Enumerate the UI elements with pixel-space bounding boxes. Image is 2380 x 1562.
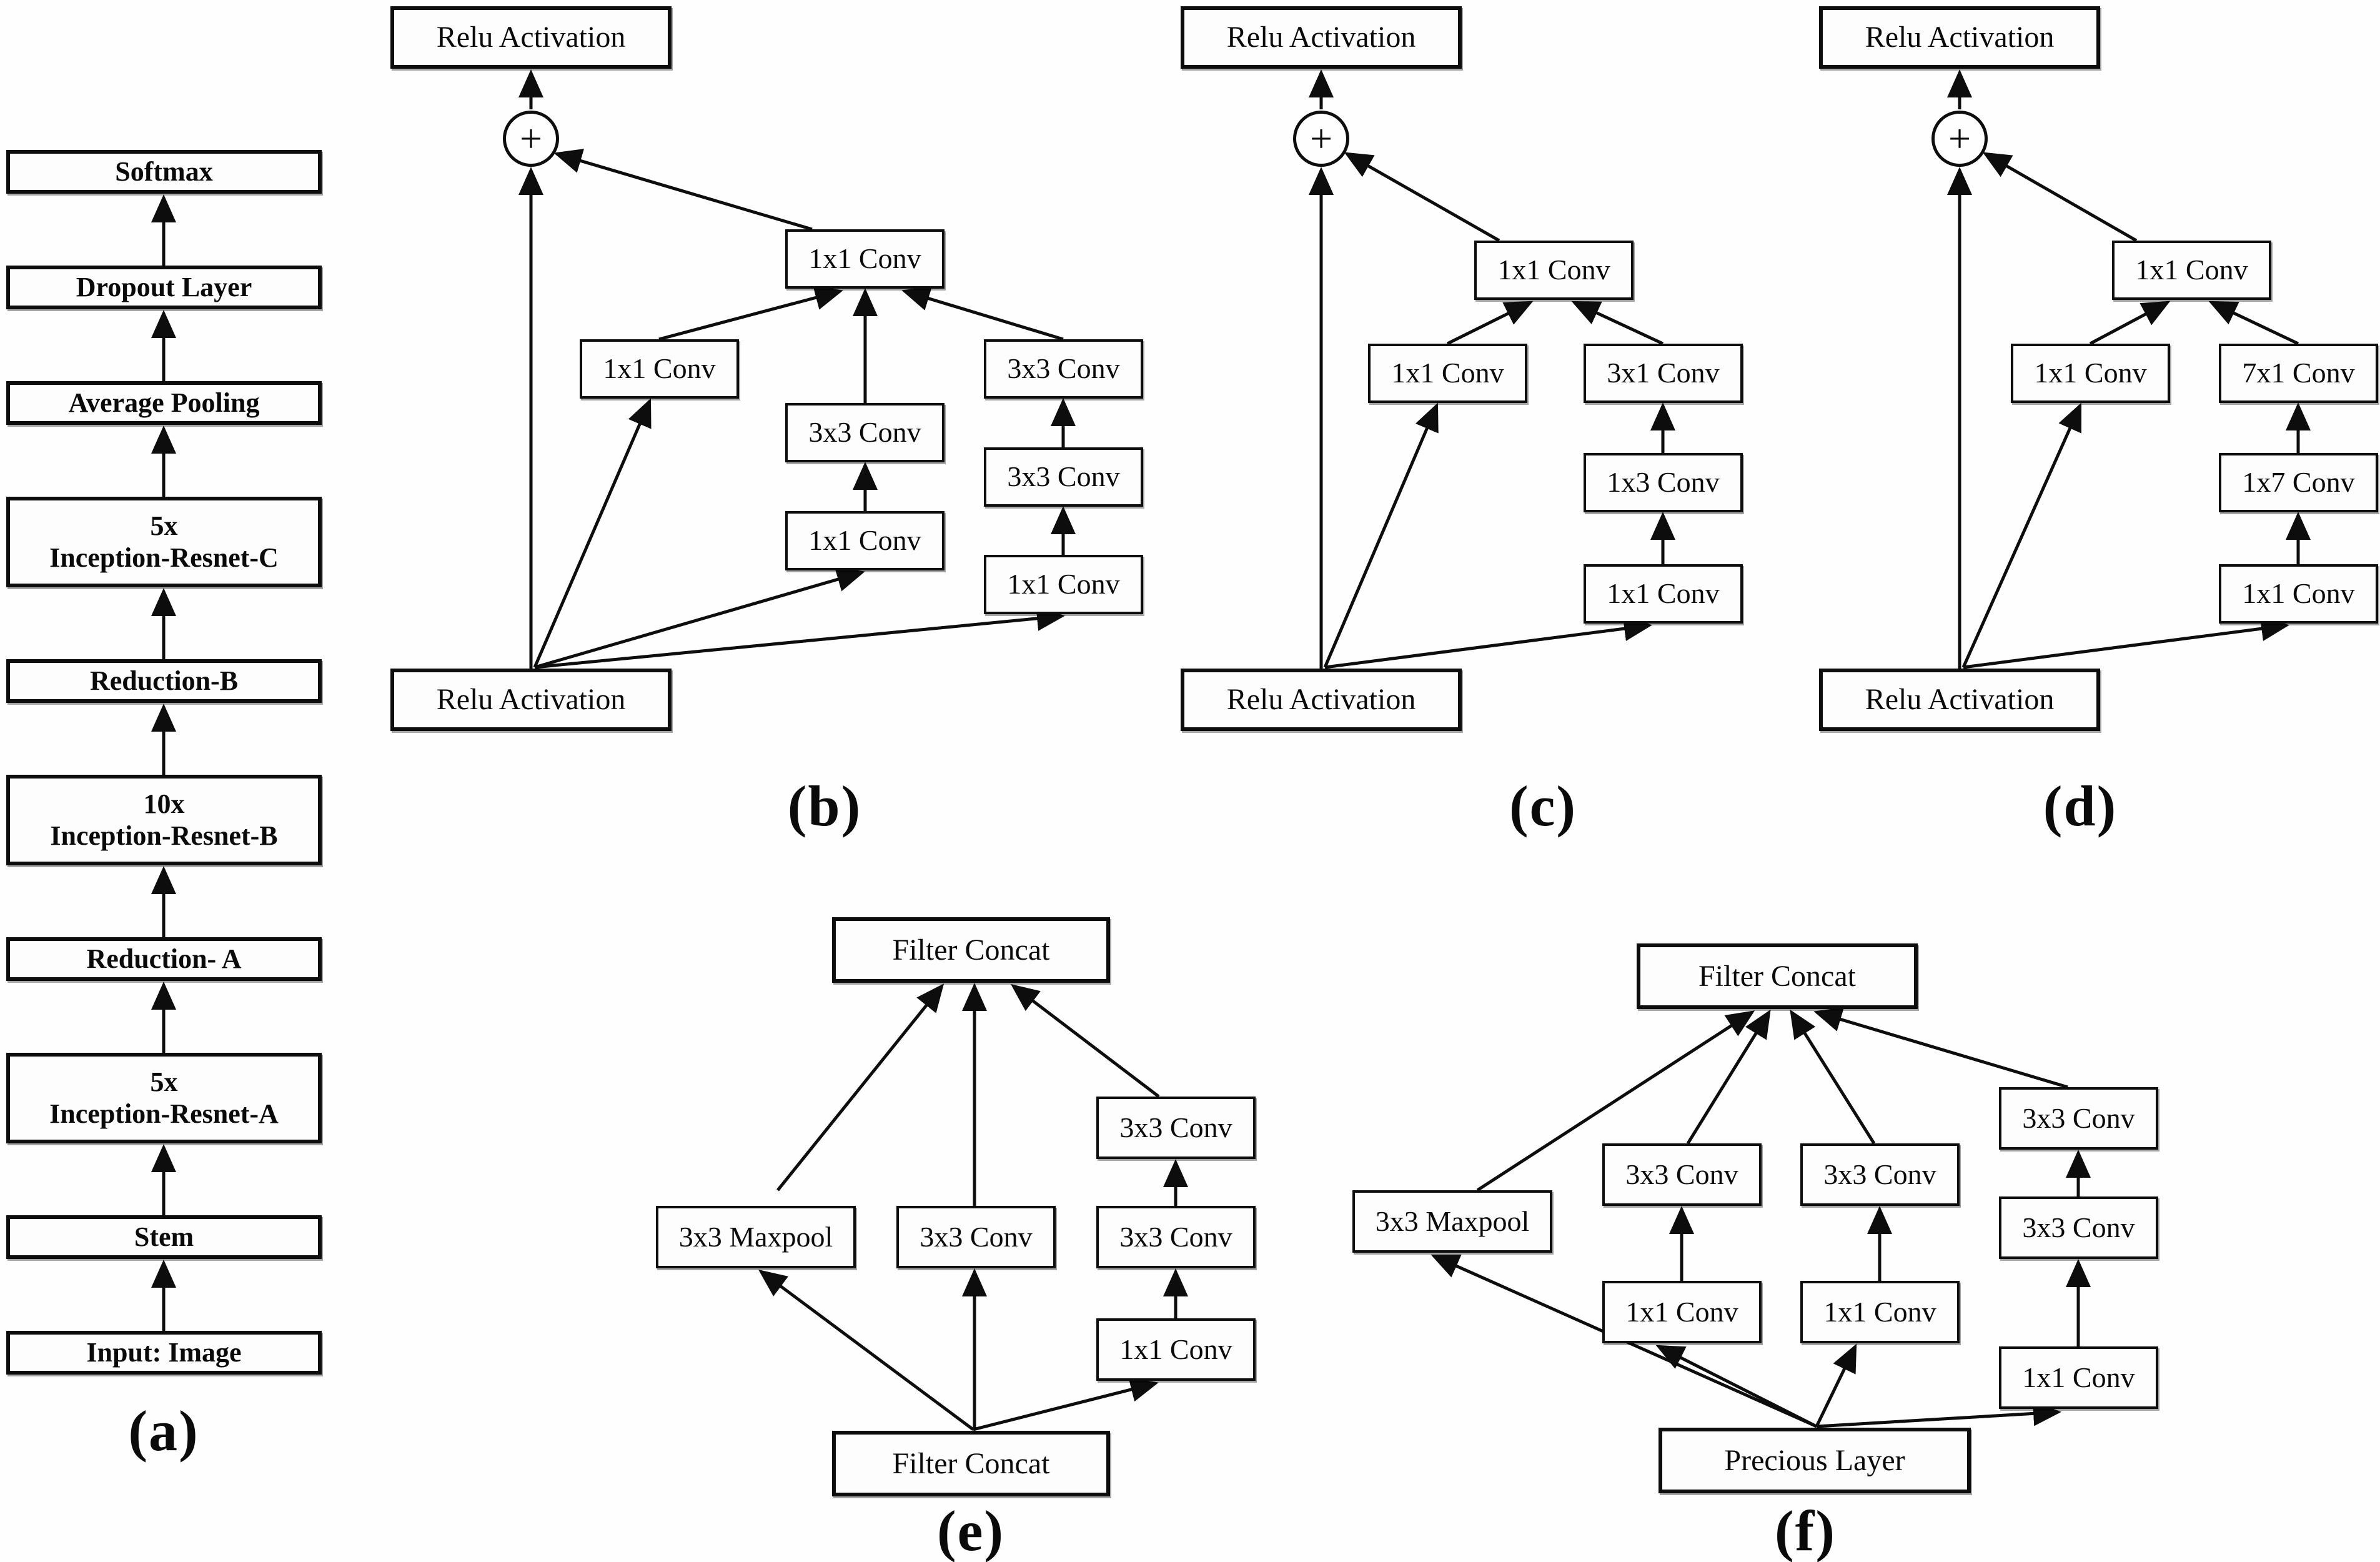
node-average-pooling: Average Pooling bbox=[6, 381, 322, 425]
e-conv-right-mid: 3x3 Conv bbox=[1096, 1206, 1256, 1268]
b-conv-merge: 1x1 Conv bbox=[785, 229, 945, 289]
node-input-image: Input: Image bbox=[6, 1331, 322, 1375]
b-conv-branch2-lower: 1x1 Conv bbox=[785, 511, 945, 570]
d-conv-branch2-mid: 1x7 Conv bbox=[2219, 453, 2378, 512]
caption-d: (d) bbox=[2043, 774, 2118, 838]
b-conv-branch3-bottom: 1x1 Conv bbox=[984, 555, 1143, 614]
f-previous-layer: Precious Layer bbox=[1659, 1428, 1971, 1493]
f-conv-right-top: 3x3 Conv bbox=[1999, 1087, 2158, 1150]
b-conv-branch3-mid: 3x3 Conv bbox=[984, 447, 1143, 507]
b-relu-top: Relu Activation bbox=[390, 6, 672, 69]
f-maxpool: 3x3 Maxpool bbox=[1352, 1190, 1552, 1253]
node-stem: Stem bbox=[6, 1215, 322, 1259]
f-conv-branch2-top: 3x3 Conv bbox=[1602, 1143, 1762, 1206]
b-add-icon: + bbox=[503, 111, 559, 167]
e-filter-concat-top: Filter Concat bbox=[832, 917, 1110, 983]
node-reduction-b: Reduction-B bbox=[6, 659, 322, 703]
c-relu-bottom: Relu Activation bbox=[1181, 669, 1462, 731]
caption-b: (b) bbox=[787, 774, 862, 838]
c-add-icon: + bbox=[1293, 111, 1349, 167]
b-conv-branch1: 1x1 Conv bbox=[580, 339, 739, 399]
d-relu-bottom: Relu Activation bbox=[1819, 669, 2100, 731]
caption-e: (e) bbox=[936, 1499, 1005, 1562]
b-relu-bottom: Relu Activation bbox=[390, 669, 672, 731]
caption-a: (a) bbox=[128, 1399, 199, 1463]
node-inception-resnet-c: 5x Inception-Resnet-C bbox=[6, 497, 322, 587]
f-conv-branch3-bottom: 1x1 Conv bbox=[1800, 1281, 1960, 1343]
d-add-icon: + bbox=[1931, 111, 1988, 167]
b-conv-branch2-upper: 3x3 Conv bbox=[785, 403, 945, 462]
c-conv-branch2-top: 3x1 Conv bbox=[1584, 344, 1743, 403]
c-conv-merge: 1x1 Conv bbox=[1474, 241, 1634, 300]
e-conv-right-top: 3x3 Conv bbox=[1096, 1097, 1256, 1159]
node-dropout-layer: Dropout Layer bbox=[6, 266, 322, 309]
e-conv-right-bottom: 1x1 Conv bbox=[1096, 1318, 1256, 1381]
node-inception-resnet-a: 5x Inception-Resnet-A bbox=[6, 1053, 322, 1143]
e-maxpool: 3x3 Maxpool bbox=[656, 1206, 856, 1268]
c-relu-top: Relu Activation bbox=[1181, 6, 1462, 69]
e-conv-mid: 3x3 Conv bbox=[896, 1206, 1056, 1268]
d-relu-top: Relu Activation bbox=[1819, 6, 2100, 69]
caption-f: (f) bbox=[1775, 1499, 1836, 1562]
f-conv-right-mid: 3x3 Conv bbox=[1999, 1196, 2158, 1259]
d-conv-branch1: 1x1 Conv bbox=[2011, 344, 2170, 403]
node-inception-resnet-b: 10x Inception-Resnet-B bbox=[6, 775, 322, 865]
f-conv-branch2-bottom: 1x1 Conv bbox=[1602, 1281, 1762, 1343]
e-filter-concat-bottom: Filter Concat bbox=[832, 1431, 1110, 1496]
c-conv-branch2-bottom: 1x1 Conv bbox=[1584, 564, 1743, 624]
caption-c: (c) bbox=[1509, 774, 1577, 838]
c-conv-branch1: 1x1 Conv bbox=[1368, 344, 1527, 403]
node-softmax: Softmax bbox=[6, 150, 322, 194]
d-conv-branch2-top: 7x1 Conv bbox=[2219, 344, 2378, 403]
d-conv-branch2-bottom: 1x1 Conv bbox=[2219, 564, 2378, 624]
f-conv-branch3-top: 3x3 Conv bbox=[1800, 1143, 1960, 1206]
d-conv-merge: 1x1 Conv bbox=[2112, 241, 2271, 300]
f-conv-right-bottom: 1x1 Conv bbox=[1999, 1346, 2158, 1409]
c-conv-branch2-mid: 1x3 Conv bbox=[1584, 453, 1743, 512]
b-conv-branch3-top: 3x3 Conv bbox=[984, 339, 1143, 399]
node-reduction-a: Reduction- A bbox=[6, 937, 322, 981]
f-filter-concat-top: Filter Concat bbox=[1637, 943, 1918, 1009]
